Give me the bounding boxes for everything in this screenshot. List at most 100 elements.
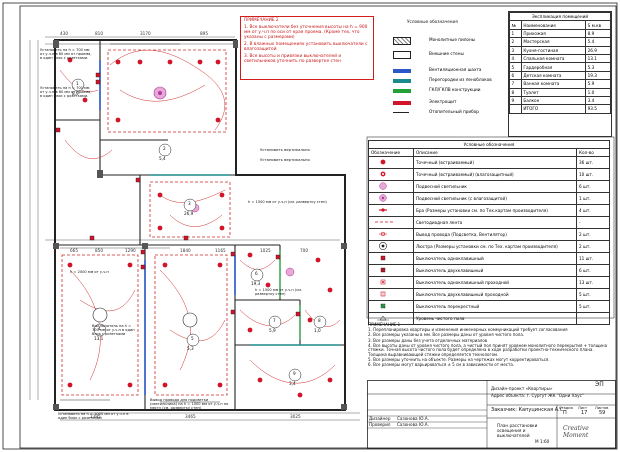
svg-text:1840: 1840 [180,248,191,253]
table-cell: 26.9 [585,45,611,55]
symbol-description: Люстра (Размеры установки см. по Тех. ка… [413,240,577,253]
table-cell: 5.4 [585,37,611,47]
table-cell: Туалет [520,87,587,97]
table-cell: Мастерская [520,37,587,47]
room-label: 7 [273,318,276,323]
studio-logo: Creative Moment [563,425,589,439]
sheets-header: Листов [595,406,609,410]
table-cell: Прихожая [520,28,587,39]
symbol-quantity: 10 шт. [576,168,610,181]
symbol-description: Светодиодная лента [413,216,577,229]
title-block: ЭП Дизайн-проект «Квартиры» Адрес объект… [367,380,616,449]
level-symbol-icon [368,312,414,325]
sw2-symbol-icon [368,264,414,277]
symbol-quantity: 6 шт. [576,180,610,193]
legend-label: Электрощит [429,99,457,104]
legend-row: Вывод провода (Подсветка, Вентилятор)2 ш… [368,228,610,241]
table-cell: 1.0 [585,87,611,97]
ep-code: ЭП [595,381,604,388]
table-cell: 3 [509,45,522,55]
note-line: 2. В влажных помещениях установить выклю… [244,41,368,52]
col-header: Наименование [520,20,587,30]
legend-row: Точечный (встраиваемый)36 шт. [368,156,610,169]
room-label: 9 [293,371,296,376]
table-cell: Детская комната [520,70,587,81]
room-area: 5,4 [159,156,166,161]
symbol-description: Уровень чистого пола [413,312,577,325]
table-cell: 13.1 [585,53,611,64]
note-line: 3. Все размеры даны без учета отделочных… [368,337,488,343]
svg-text:1165: 1165 [215,248,226,253]
svg-text:700: 700 [300,248,308,253]
plan-callout: Установить на h = 700 мм от у.ч.п в 60 м… [40,48,92,61]
sheets-total: 59 [599,410,606,416]
room-label: 6 [255,271,258,276]
table-cell: 5.9 [585,79,611,89]
note-line: 1. Все выключатели без уточнения высоты … [244,24,368,40]
legend-label: Перегородки из пеноблоков [429,77,492,82]
plan-callout: h = 1500 мм от у.ч.п (см. развертку стен… [248,200,327,204]
legend-row: Подвесной светильник (с влагозащитой)1 ш… [368,192,610,205]
symbol-quantity: - [576,216,610,229]
room-area: 5,9 [269,328,276,333]
room-area: 13,1 [94,336,104,341]
sw5-symbol-icon [368,300,414,313]
role-label: Дизайнер [369,416,391,421]
table-cell: 5 [509,62,522,72]
scale: М 1:60 [535,439,550,444]
svg-text:2395: 2395 [90,414,101,419]
svg-text:850: 850 [95,248,103,253]
symbol-quantity: 36 шт. [576,156,610,169]
svg-text:1290: 1290 [125,248,136,253]
legend-row: Люстра (Размеры установки см. по Тех. ка… [368,240,610,253]
table-cell: Кухня-гостиная [520,45,587,55]
plan-callout: Вывод провода для подсветки (светильника… [150,398,229,411]
pend-symbol-icon [368,180,414,193]
table-cell: Гардеробная [520,62,587,72]
symbol-quantity: 1 шт. [576,192,610,205]
green-swatch [393,89,411,93]
symbol-description: Подвесной светильник [413,180,577,193]
materials-legend: Условные обозначения Монолитные пилоны В… [385,19,506,128]
room-label: 1 [76,81,79,86]
room-label: 5 [191,336,194,341]
table-cell: 8.9 [585,28,611,39]
hatch-swatch [393,37,411,45]
symbol-description: Выключатель двухклавишный проходной [413,288,577,301]
white-swatch [393,51,411,59]
legend-title: Условные обозначения [407,19,458,24]
col-header: Кол-во [576,148,610,157]
sheet-number: 17 [581,410,588,416]
general-notes: ПРИМЕЧАНИЕ 1 1. Перепланировка квартиры … [368,322,608,369]
svg-text:430: 430 [60,31,68,36]
customer: Заказчик: Капуцинская А.С. [491,407,565,413]
room-area: 19,3 [251,281,261,286]
table-cell: 3.4 [585,95,611,106]
plan-callout: Установить вертикально [260,157,310,162]
sheet-title: План расстановки освещения и выключателе… [497,423,538,438]
symbol-description: Точечный (встраиваемый) (влагозащитный) [413,168,577,181]
symbol-quantity: 2 шт. [576,240,610,253]
symbol-quantity: 6 шт. [576,264,610,277]
svg-text:3170: 3170 [140,31,151,36]
legend-label: Отопительный прибор [429,109,479,114]
legend-label: ГКЛ/ГКЛВ конструкции [429,87,481,92]
table-cell: 1 [509,28,522,39]
red-swatch [393,101,411,105]
project-address: Адрес объекта: г. Сургут ЖК "Одни Хаус" [491,393,584,398]
legend-row: Бра (Размеры установки см. по Тех.картам… [368,204,610,217]
table-cell: 9 [509,95,522,106]
table-cell: 7 [509,79,522,89]
sheet-header: Лист [578,406,588,410]
symbol-description: Бра (Размеры установки см. по Тех.картам… [413,204,577,217]
